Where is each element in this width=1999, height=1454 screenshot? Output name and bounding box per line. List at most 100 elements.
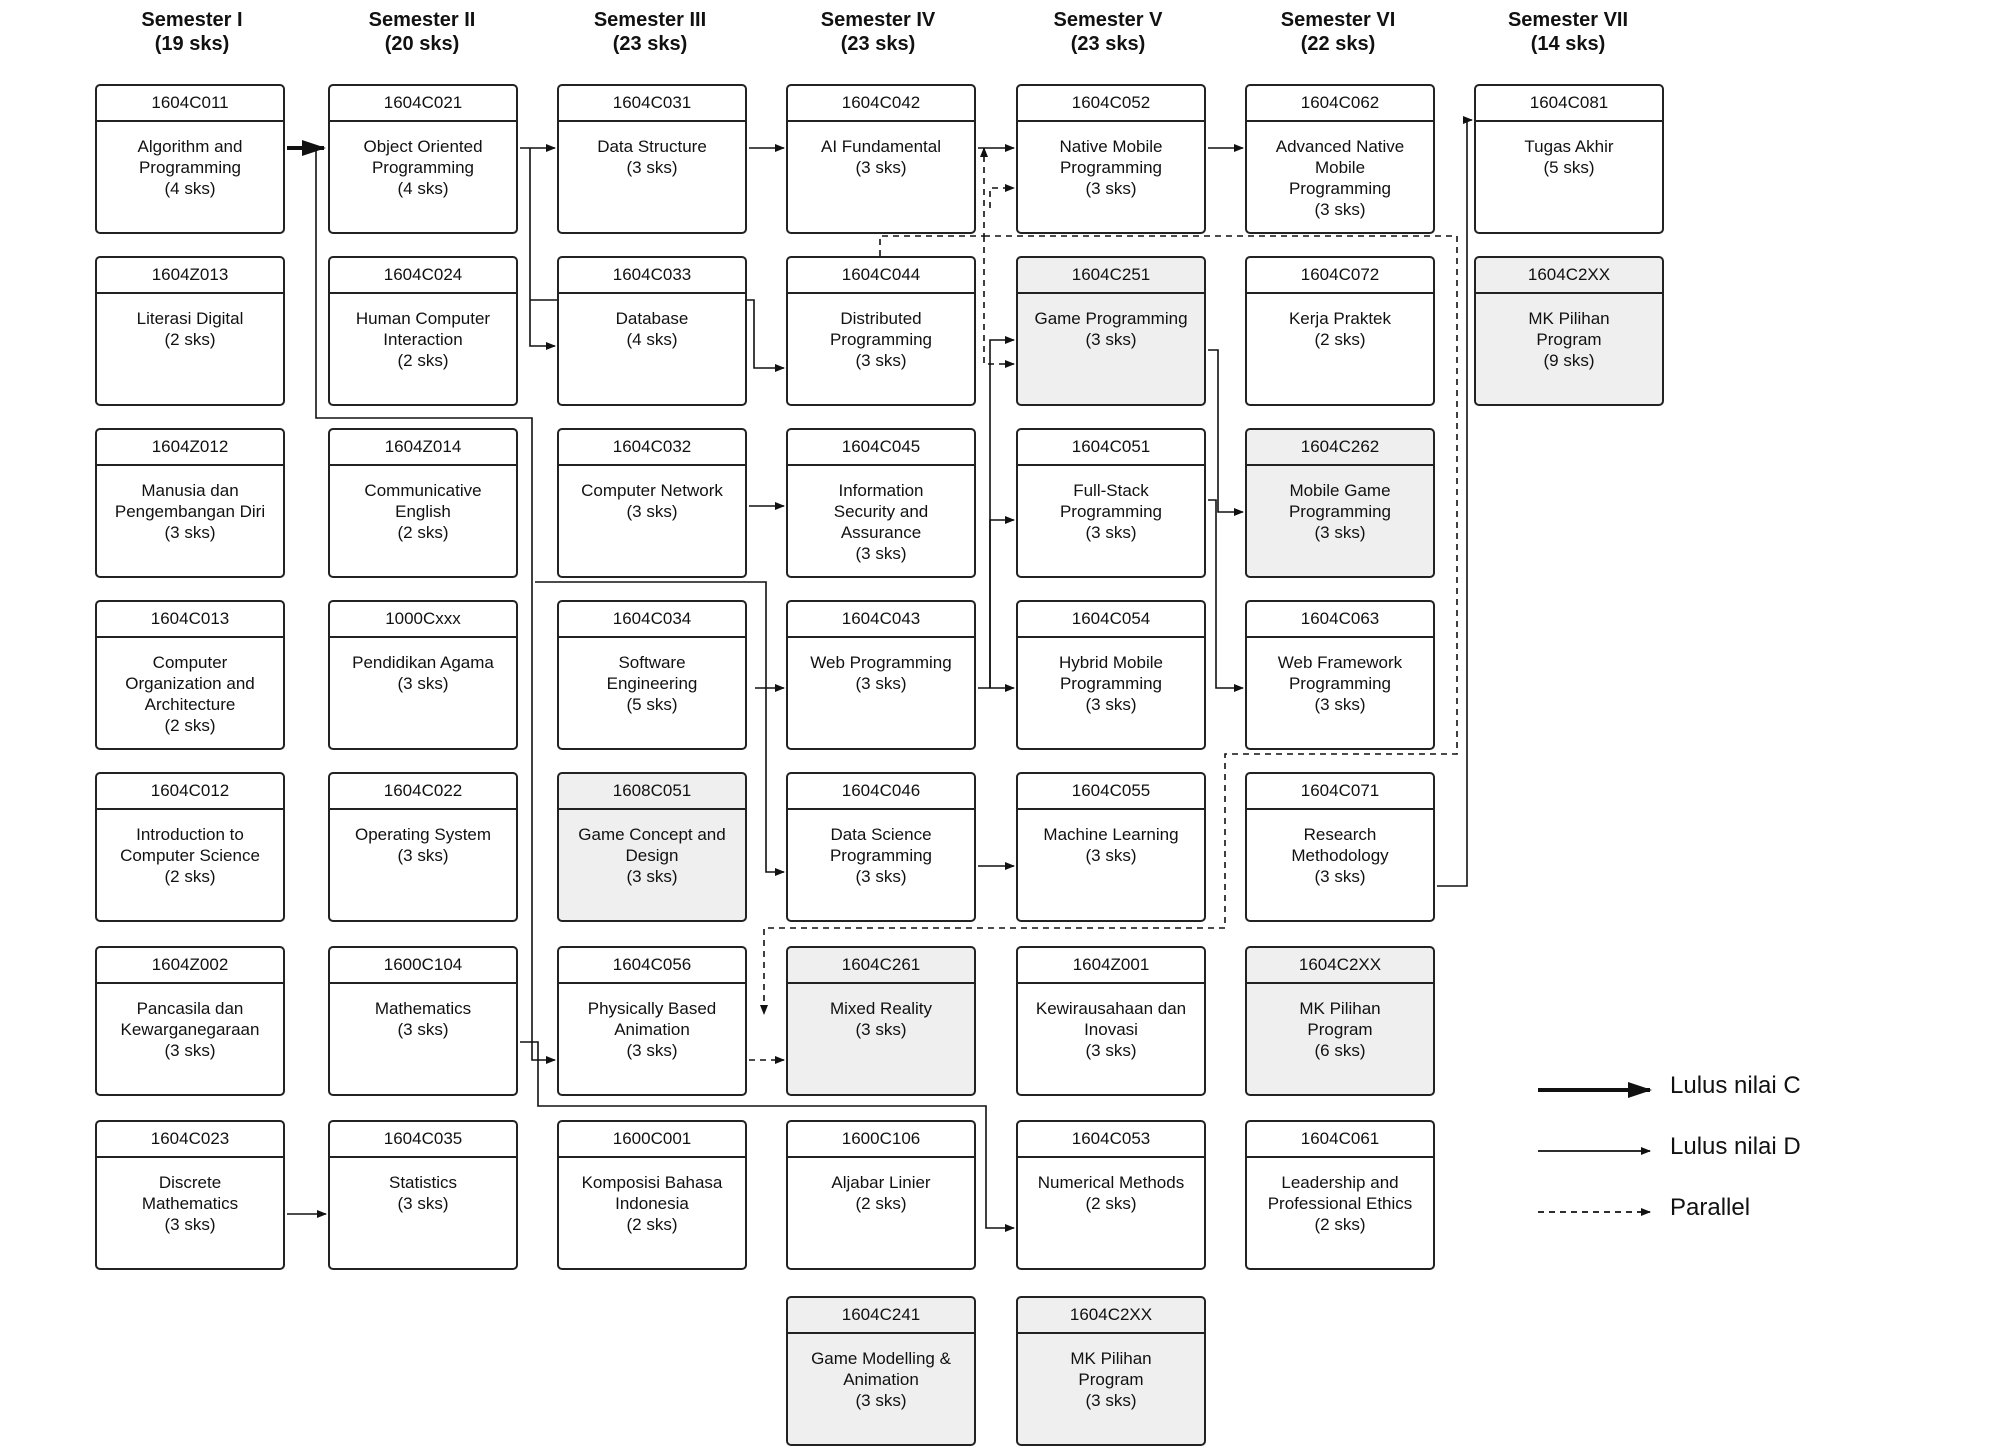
course-code: 1604C022 xyxy=(330,774,516,810)
course-name-line: Communicative xyxy=(364,481,482,500)
course-name: Game Programming(3 sks) xyxy=(1018,294,1204,350)
course-code: 1604C024 xyxy=(330,258,516,294)
course-code: 1604C021 xyxy=(330,86,516,122)
course-name-line: Tugas Akhir xyxy=(1524,137,1614,156)
course-code: 1604C043 xyxy=(788,602,974,638)
semester-title: Semester IV xyxy=(820,9,936,31)
semester-header: Semester VI(22 sks) xyxy=(1208,8,1468,56)
course-name-line: (3 sks) xyxy=(855,1391,907,1410)
course-name-line: Data Science xyxy=(830,825,932,844)
course-name-line: (3 sks) xyxy=(626,1041,678,1060)
course-name-line: Computer xyxy=(152,653,228,672)
course-code: 1604Z001 xyxy=(1018,948,1204,984)
course-name: Web Programming(3 sks) xyxy=(788,638,974,694)
course-name-line: Advanced Native xyxy=(1275,137,1405,156)
course-name-line: (3 sks) xyxy=(397,1020,449,1039)
course-name: Mathematics(3 sks) xyxy=(330,984,516,1040)
course-name-line: Programming xyxy=(1059,158,1163,177)
course-name-line: (3 sks) xyxy=(855,1020,907,1039)
course-code: 1604C044 xyxy=(788,258,974,294)
course-name: Aljabar Linier(2 sks) xyxy=(788,1158,974,1214)
course-code: 1604C046 xyxy=(788,774,974,810)
course-name-line: Research xyxy=(1303,825,1377,844)
course-name-line: Mathematics xyxy=(141,1194,239,1213)
course-name-line: Information xyxy=(838,481,924,500)
semester-header: Semester V(23 sks) xyxy=(978,8,1238,56)
legend-label-d: Lulus nilai D xyxy=(1670,1133,1801,1160)
course-name-line: (2 sks) xyxy=(397,523,449,542)
course-name-line: Programming xyxy=(138,158,242,177)
prerequisite-arrow xyxy=(879,147,988,300)
course-name: Database(4 sks) xyxy=(559,294,745,350)
course-code: 1604C2XX xyxy=(1247,948,1433,984)
course-name-line: (3 sks) xyxy=(1314,867,1366,886)
course-code: 1604C251 xyxy=(1018,258,1204,294)
course-name-line: Physically Based xyxy=(587,999,717,1018)
course-name-line: Web Framework xyxy=(1277,653,1403,672)
prerequisite-arrow xyxy=(1208,349,1244,516)
course-name-line: Programming xyxy=(371,158,475,177)
course-name-line: Operating System xyxy=(354,825,492,844)
course-name-line: (3 sks) xyxy=(397,846,449,865)
course-code: 1604C011 xyxy=(97,86,283,122)
course-name-line: Mixed Reality xyxy=(829,999,933,1018)
course-name: Numerical Methods(2 sks) xyxy=(1018,1158,1204,1214)
course-name-line: Statistics xyxy=(388,1173,458,1192)
semester-title: Semester VI xyxy=(1280,9,1396,31)
course-name-line: Hybrid Mobile xyxy=(1059,653,1163,672)
course-name-line: Programming xyxy=(829,330,933,349)
